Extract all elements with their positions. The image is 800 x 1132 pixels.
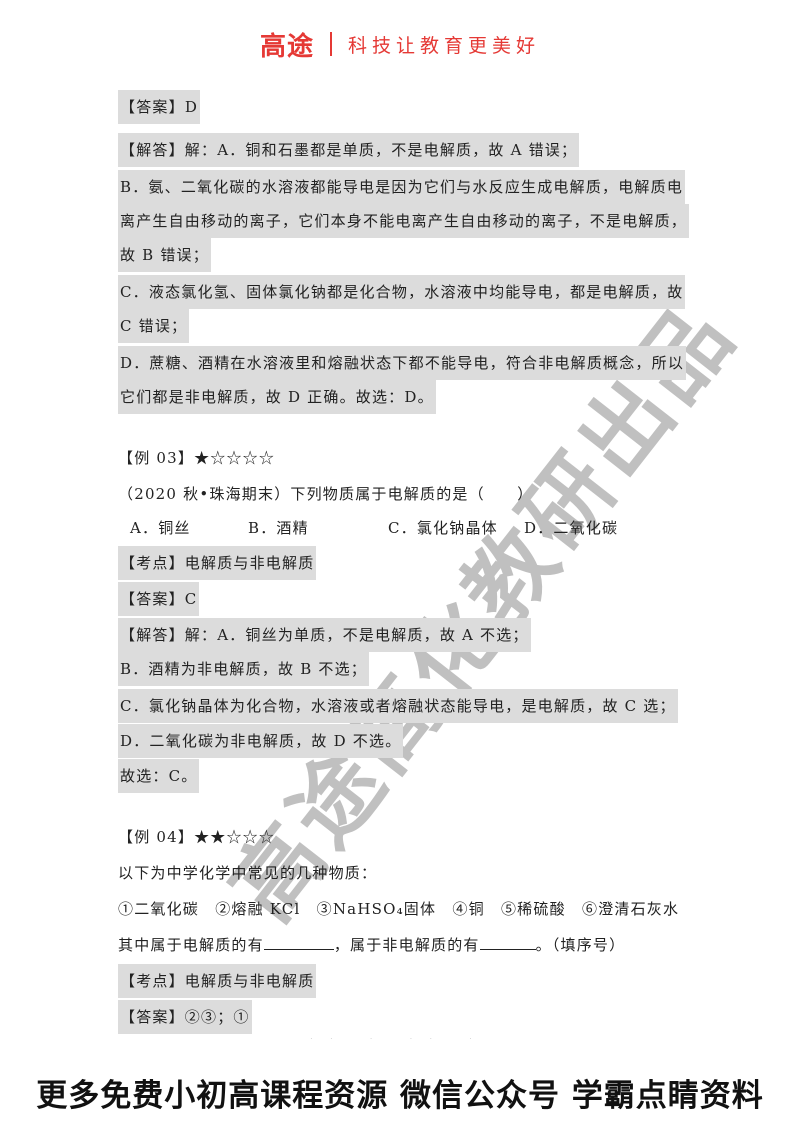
answer-label: 【答案】: [120, 98, 185, 116]
question-text: ，属于非电解质的有: [333, 936, 480, 954]
difficulty-stars: ★★☆☆☆: [194, 828, 276, 846]
answer-blank-nonelectrolyte: [479, 935, 536, 950]
q04-topic: 【考点】电解质与非电解质: [118, 964, 317, 998]
q02-explain-line: C．液态氯化氢、固体氯化钠都是化合物，水溶液中均能导电，都是电解质，故: [118, 275, 686, 309]
q02-answer: 【答案】D: [118, 90, 201, 124]
page-number-faint: ·· · ·· ·: [310, 1036, 490, 1043]
q03-explain-line: 故选：C。: [118, 759, 200, 793]
page-header: 高途 科技让教育更美好: [0, 22, 800, 66]
q02-explain-line: D．蔗糖、酒精在水溶液里和熔融状态下都不能导电，符合非电解质概念，所以: [118, 346, 687, 380]
answer-blank-electrolyte: [263, 935, 334, 950]
q03-stem: （2020 秋•珠海期末）下列物质属于电解质的是（ ）: [118, 485, 534, 503]
q03-explain-line: 【解答】解：A．铜丝为单质，不是电解质，故 A 不选；: [118, 618, 531, 652]
q02-explain-line: C 错误；: [118, 309, 190, 343]
q02-explain-line: 故 B 错误；: [118, 238, 211, 272]
example-number: 【例 03】: [118, 449, 195, 467]
q03-options: A．铜丝 B．酒精 C．氯化钠晶体 D．二氧化碳: [130, 511, 618, 545]
option-d: D．二氧化碳: [524, 519, 619, 537]
q03-explain-line: B．酒精为非电解质，故 B 不选；: [118, 652, 369, 686]
q04-question: 其中属于电解质的有 ，属于非电解质的有 。（填序号）: [118, 928, 625, 962]
example-number: 【例 04】: [118, 828, 195, 846]
q04-intro: 以下为中学化学中常见的几种物质：: [118, 864, 378, 882]
q02-explain-line: 它们都是非电解质，故 D 正确。故选：D。: [118, 380, 436, 414]
q02-explain-line: B．氨、二氧化碳的水溶液都能导电是因为它们与水反应生成电解质，电解质电: [118, 170, 686, 204]
q02-explain-line: 【解答】解：A．铜和石墨都是单质，不是电解质，故 A 错误；: [118, 133, 580, 167]
question-text: 。（填序号）: [535, 936, 626, 954]
q03-explain-line: D．二氧化碳为非电解质，故 D 不选。: [118, 724, 404, 758]
q04-items: ①二氧化碳 ②熔融 KCl ③NaHSO₄固体 ④铜 ⑤稀硫酸 ⑥澄清石灰水: [118, 900, 680, 918]
option-c: C．氯化钠晶体: [388, 519, 498, 537]
q04-title: 【例 04】★★☆☆☆: [118, 820, 275, 854]
footer-promo: 更多免费小初高课程资源 微信公众号 学霸点睛资料: [36, 1078, 764, 1114]
q04-answer: 【答案】②③；①: [118, 1000, 252, 1034]
answer-value: D: [184, 98, 199, 116]
q03-answer: 【答案】C: [118, 582, 200, 616]
q02-explain-line: 离产生自由移动的离子，它们本身不能电离产生自由移动的离子，不是电解质，: [118, 204, 690, 238]
q03-title: 【例 03】★☆☆☆☆: [118, 441, 275, 475]
q03-topic: 【考点】电解质与非电解质: [118, 546, 317, 580]
difficulty-stars: ★☆☆☆☆: [194, 449, 276, 467]
brand-logo: 高途: [259, 31, 314, 62]
brand-slogan: 科技让教育更美好: [348, 34, 541, 57]
header-divider: [330, 32, 332, 56]
question-text: 其中属于电解质的有: [118, 936, 264, 954]
q03-explain-line: C．氯化钠晶体为化合物，水溶液或者熔融状态能导电，是电解质，故 C 选；: [118, 689, 678, 723]
option-a: A．铜丝: [130, 519, 191, 537]
option-b: B．酒精: [248, 519, 309, 537]
